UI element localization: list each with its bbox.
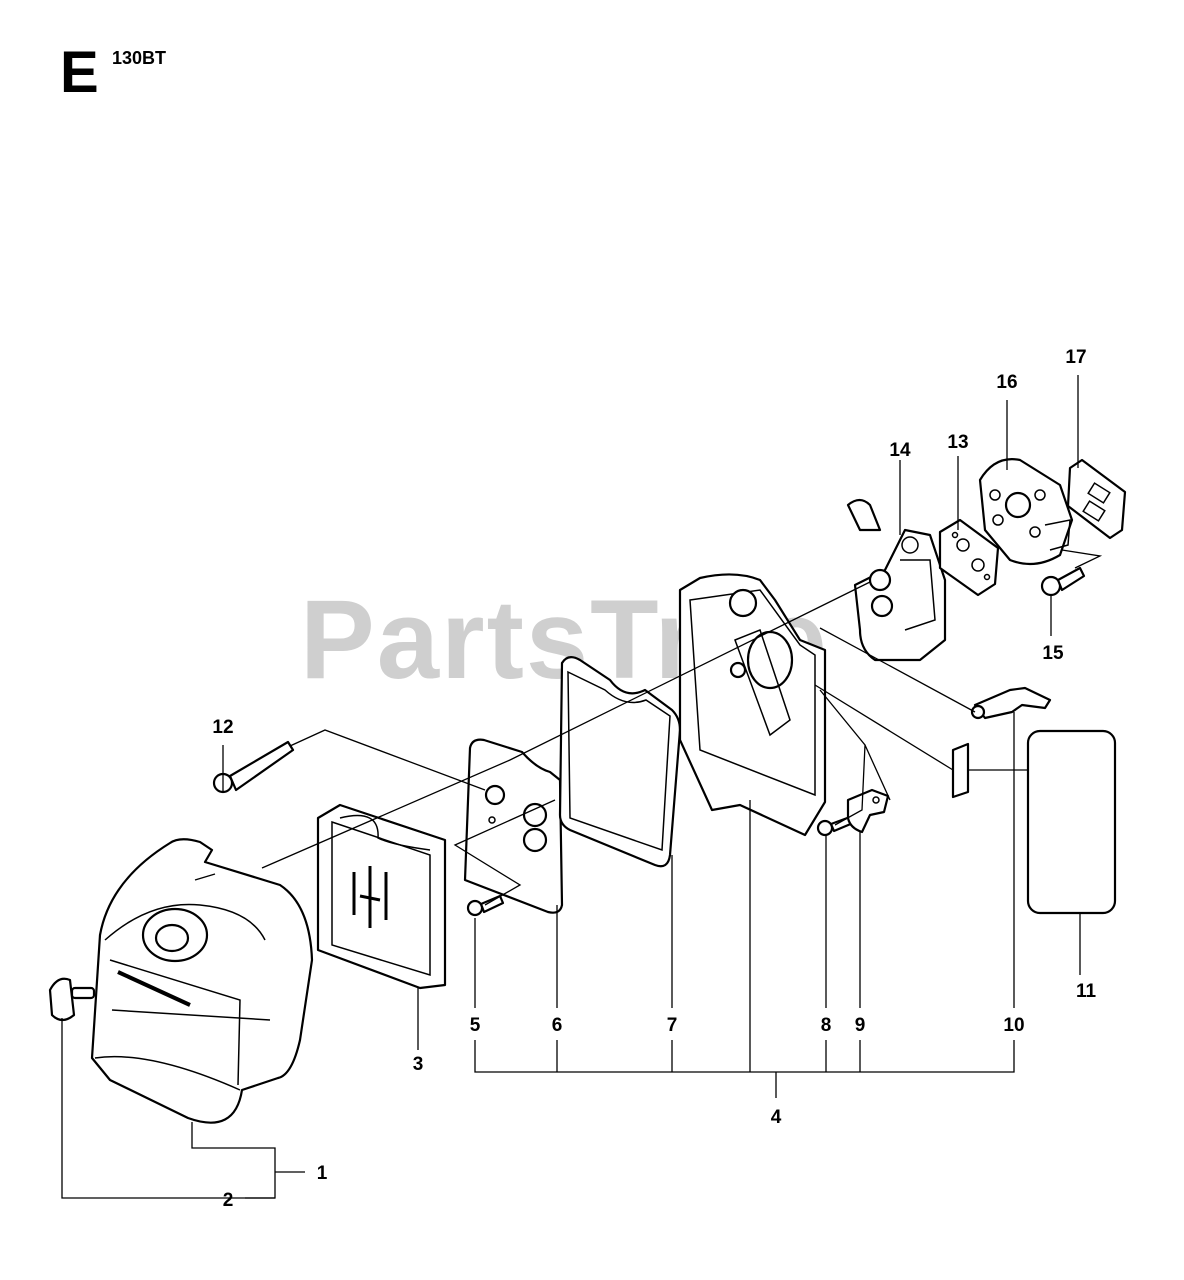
- callout-11[interactable]: 11: [1076, 981, 1097, 1002]
- air-filter-housing[interactable]: [678, 573, 827, 837]
- screw-15[interactable]: [1040, 566, 1086, 597]
- callout-12[interactable]: 12: [212, 717, 233, 738]
- callout-3[interactable]: 3: [413, 1054, 424, 1075]
- callout-14[interactable]: 14: [889, 440, 911, 461]
- callout-6[interactable]: 6: [552, 1015, 563, 1036]
- callout-5[interactable]: 5: [470, 1015, 481, 1036]
- carburetor-gasket[interactable]: [938, 518, 1000, 597]
- air-filter[interactable]: [316, 803, 447, 990]
- filter-seal[interactable]: [558, 656, 682, 868]
- model-name: 130BT: [112, 48, 167, 68]
- callout-13[interactable]: 13: [947, 432, 968, 453]
- gasket-17[interactable]: [1066, 458, 1127, 540]
- callout-15[interactable]: 15: [1042, 643, 1064, 664]
- air-filter-cover[interactable]: [90, 838, 314, 1124]
- callout-9[interactable]: 9: [855, 1015, 866, 1036]
- callout-2[interactable]: 2: [223, 1190, 234, 1211]
- callout-10[interactable]: 10: [1003, 1015, 1024, 1036]
- bolt-12[interactable]: [212, 740, 295, 794]
- fitting-10[interactable]: [970, 686, 1052, 720]
- carburetor[interactable]: [846, 498, 947, 662]
- intake-adapter[interactable]: [978, 458, 1074, 566]
- callout-16[interactable]: 16: [996, 372, 1017, 393]
- bracket-9[interactable]: [846, 788, 890, 834]
- callout-4[interactable]: 4: [771, 1107, 782, 1128]
- gasket-plate[interactable]: [463, 738, 564, 914]
- decal-11[interactable]: [1026, 729, 1117, 915]
- callout-7[interactable]: 7: [667, 1015, 678, 1036]
- section-letter: E: [60, 40, 99, 105]
- screw-5[interactable]: [466, 894, 505, 917]
- decal-small[interactable]: [951, 742, 970, 799]
- callout-labels: 1 2 3 4 5 6 7 8 9 10 11 12 13 14 15 16 1…: [212, 347, 1096, 1211]
- callout-1[interactable]: 1: [317, 1163, 328, 1184]
- cover-knob[interactable]: [48, 977, 96, 1022]
- callout-8[interactable]: 8: [821, 1015, 832, 1036]
- leader-lines: [61, 375, 1103, 1199]
- callout-17[interactable]: 17: [1065, 347, 1086, 368]
